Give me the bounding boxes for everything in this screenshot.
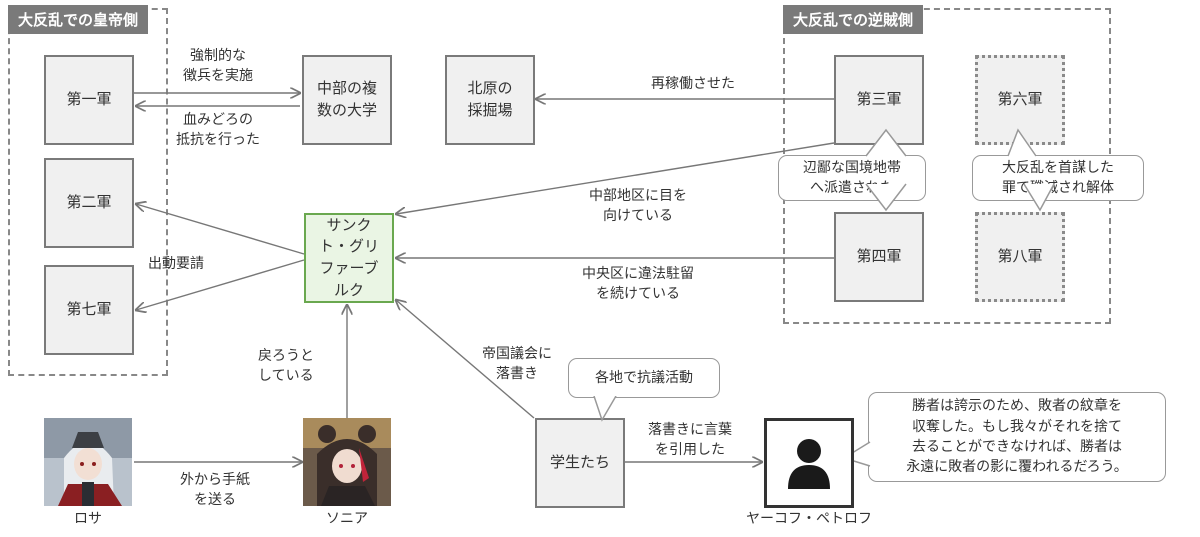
edge-label-restart: 再稼働させた [651, 76, 735, 92]
sonia-name: ソニア [326, 511, 368, 527]
edge-dispatch-army7 [136, 259, 305, 310]
edge-label-stationed: 中央区に違法駐留 を続けている [582, 266, 694, 303]
rosa-name: ロサ [74, 511, 102, 527]
quote-bubble: 勝者は誇示のため、敗者の紋章を 収奪した。もし我々がそれを捨て 去ることができな… [868, 392, 1166, 482]
university-box: 中部の複 数の大学 [302, 55, 392, 145]
yakov-name: ヤーコフ・ペトロフ [746, 511, 872, 527]
sonia-portrait [303, 418, 391, 506]
students-box: 学生たち [535, 418, 625, 508]
mine-box: 北原の 採掘場 [445, 55, 535, 145]
edge-label-resistance: 血みどろの 抵抗を行った [176, 112, 260, 149]
army1-box: 第一軍 [44, 55, 134, 145]
yakov-box [764, 418, 854, 508]
army4-box: 第四軍 [834, 212, 924, 302]
saint-grifferburg-box: サンク ト・グリ ファーブ ルク [304, 213, 394, 303]
army6-box: 第六軍 [975, 55, 1065, 145]
edge-label-go-back: 戻ろうと している [258, 348, 314, 385]
protest-bubble-tail [593, 396, 617, 422]
rebel-group-label: 大反乱での逆賊側 [783, 5, 924, 34]
army7-box: 第七軍 [44, 265, 134, 355]
frontier-bubble-tail [865, 128, 907, 212]
army2-box: 第二軍 [44, 158, 134, 248]
dissolved-bubble: 大反乱を首謀した 罪で殲滅され解体 [972, 155, 1144, 201]
person-silhouette-icon [788, 439, 830, 489]
edge-label-quote: 落書きに言葉 を引用した [648, 422, 732, 459]
edge-dispatch-army2 [136, 204, 305, 255]
edge-label-graffiti: 帝国議会に 落書き [482, 346, 552, 383]
edge-label-conscription: 強制的な 徴兵を実施 [183, 48, 253, 85]
frontier-bubble: 辺鄙な国境地帯 へ派遣された [778, 155, 926, 201]
edge-label-letter: 外から手紙 を送る [180, 472, 250, 509]
army8-box: 第八軍 [975, 212, 1065, 302]
dissolved-bubble-tail [1007, 128, 1055, 212]
edge-central-eye [396, 142, 835, 214]
edge-label-central-eye: 中部地区に目を 向けている [589, 188, 687, 225]
protest-bubble: 各地で抗議活動 [568, 358, 720, 398]
edge-label-dispatch: 出動要請 [148, 256, 204, 272]
imperial-group-label: 大反乱での皇帝側 [8, 5, 149, 34]
army3-box: 第三軍 [834, 55, 924, 145]
rosa-portrait [44, 418, 132, 506]
edge-graffiti [396, 300, 535, 419]
